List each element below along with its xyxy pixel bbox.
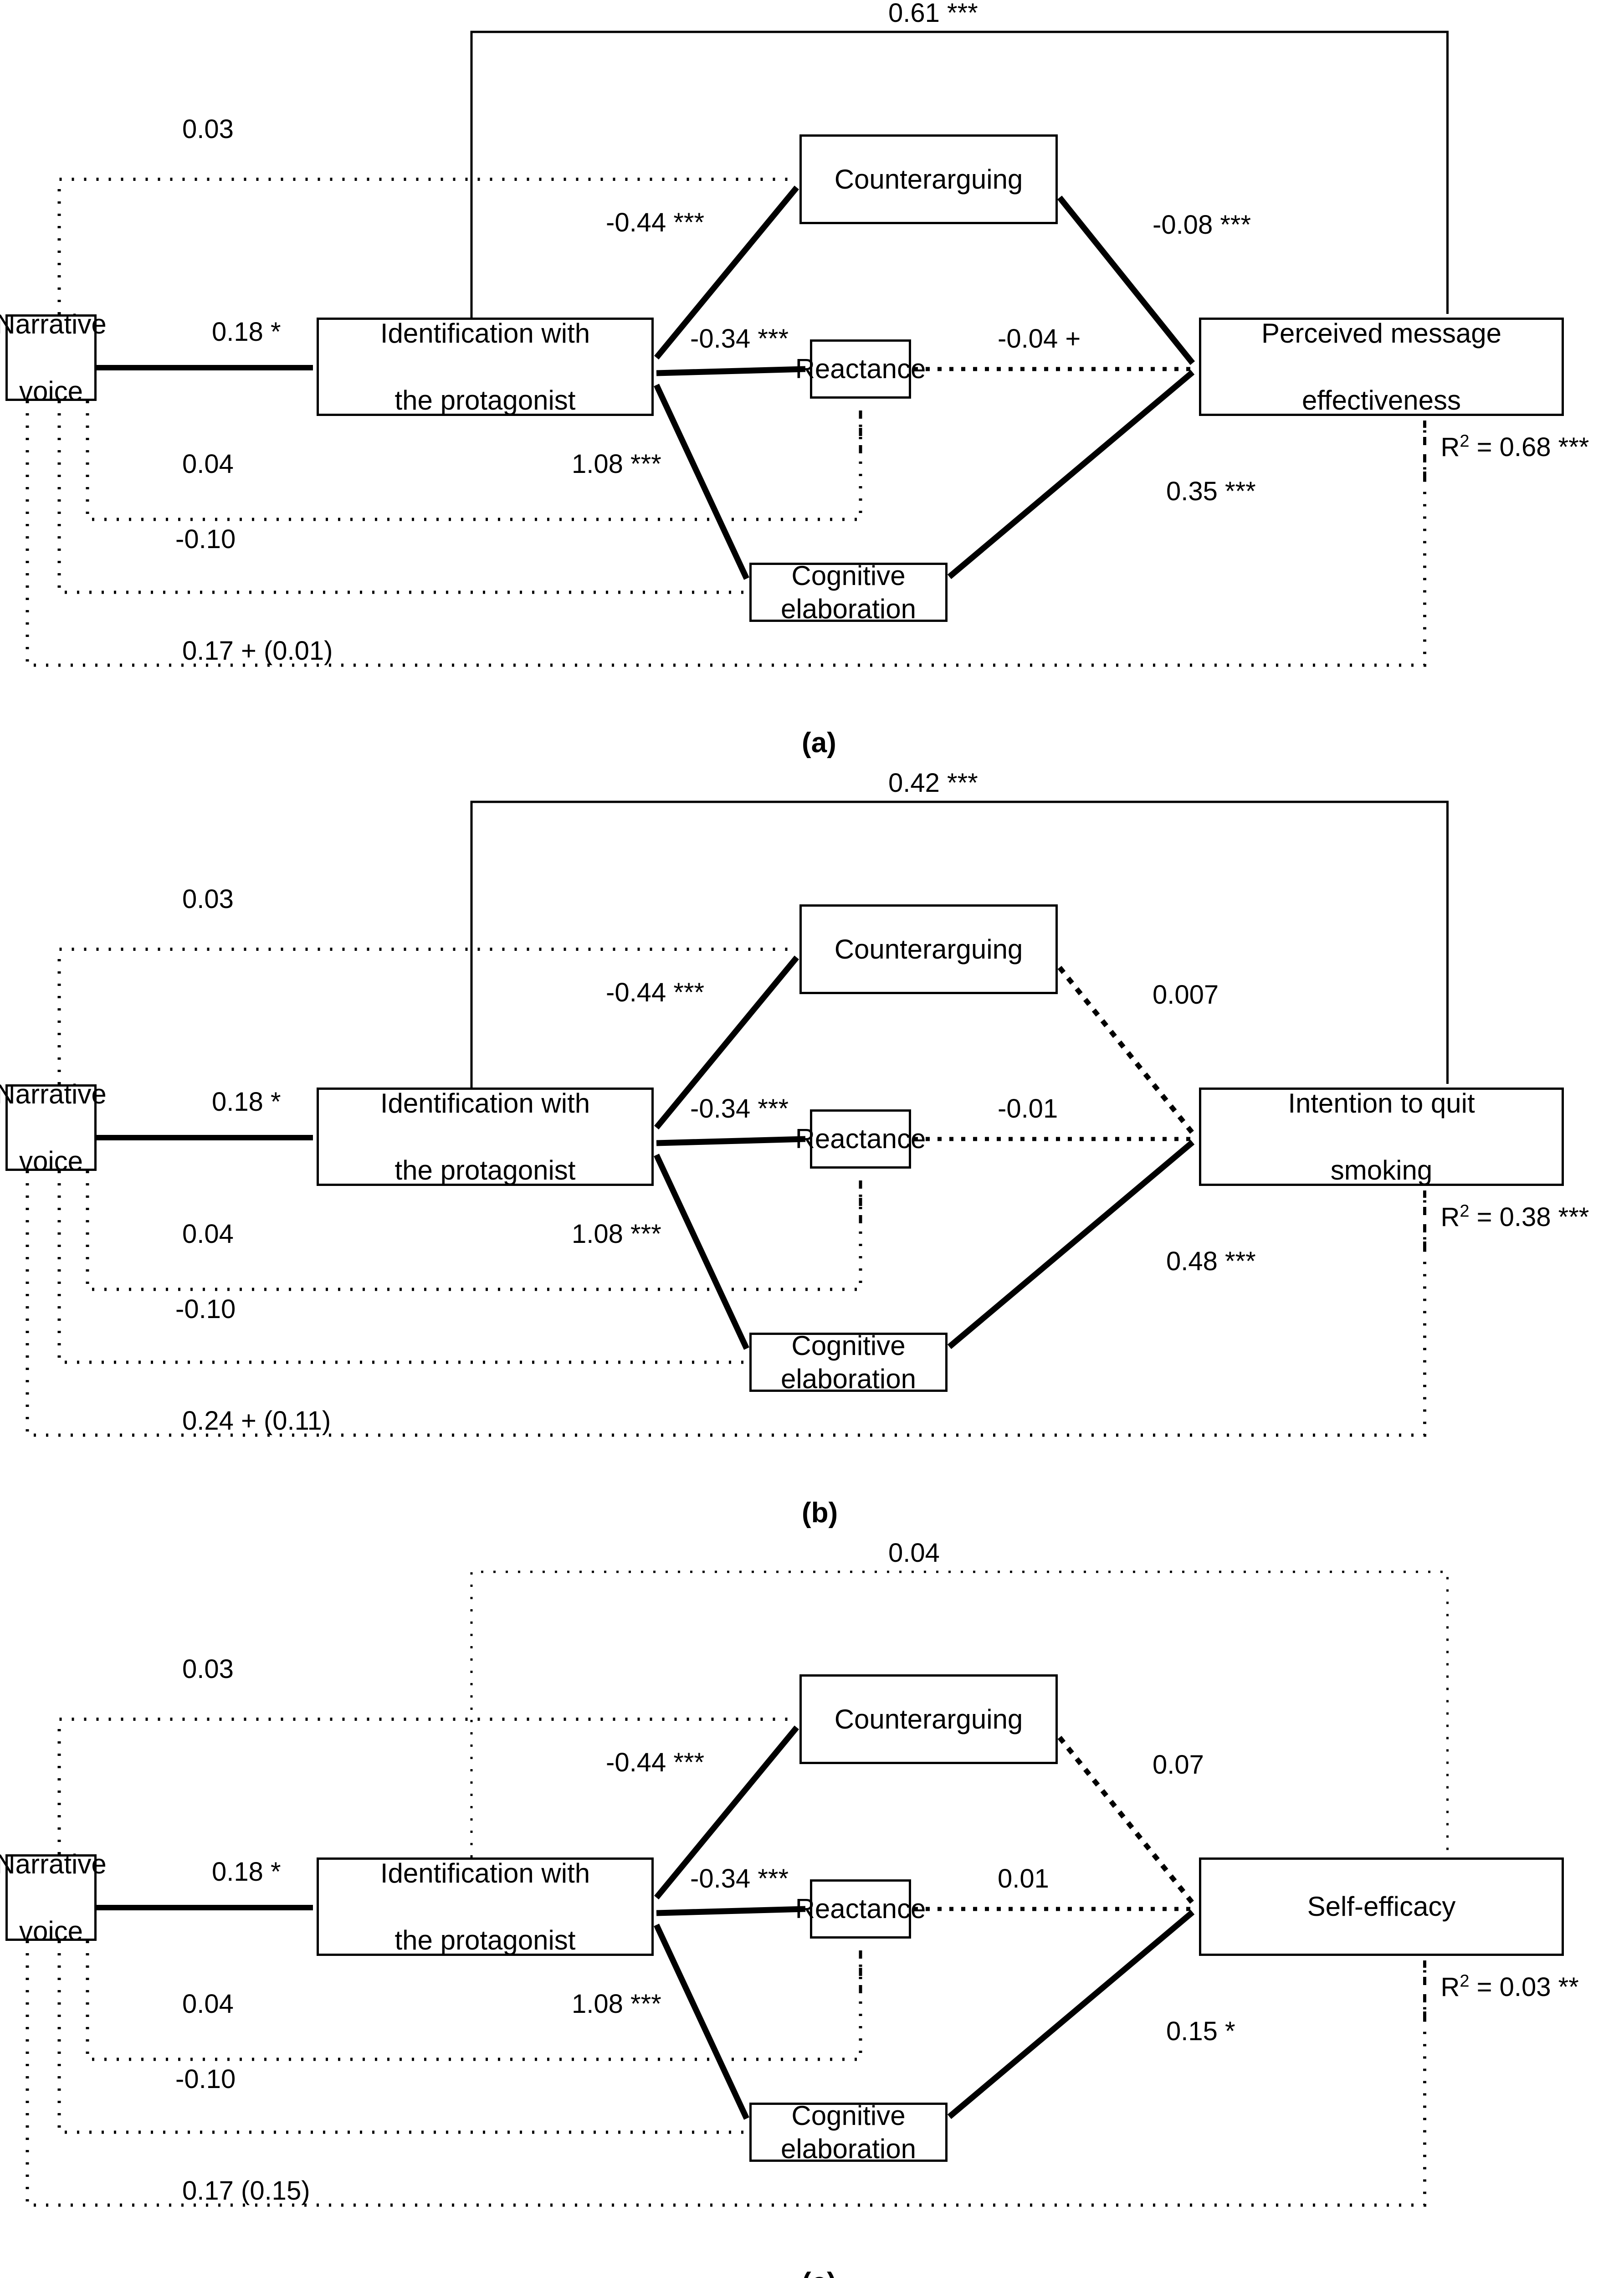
path-nv-to-outcome (26, 1941, 1426, 2207)
panel-letter: (c) (802, 2267, 836, 2278)
node-counterarguing: Counterarguing (799, 1674, 1058, 1764)
label-nv-to-counterarguing: 0.03 (182, 884, 234, 914)
label-counterarguing-to-outcome: 0.007 (1153, 980, 1219, 1010)
label-nv-to-outcome: 0.24 + (0.11) (182, 1406, 331, 1436)
node-outcome: Self-efficacy (1199, 1857, 1564, 1956)
path-identification-to-counterarguing (654, 955, 799, 1130)
label-nv-to-outcome: 0.17 (0.15) (182, 2176, 310, 2206)
label-r-squared: R2 = 0.38 *** (1440, 1201, 1589, 1232)
path-nv-to-cognitive-elaboration (57, 401, 746, 594)
path-nv-to-outcome (26, 1171, 1426, 1437)
path-nv-to-cognitive-elaboration (57, 1171, 746, 1364)
node-cognitive-elaboration: Cognitive elaboration (749, 560, 948, 624)
label-identification-to-reactance: -0.34 *** (690, 324, 789, 354)
path-cognitive-elaboration-to-outcome (947, 1910, 1195, 2119)
label-top-direct: 0.42 *** (888, 768, 978, 798)
path-nv-to-counterarguing (57, 948, 796, 1084)
node-reactance: Reactance (795, 1879, 926, 1939)
path-cognitive-elaboration-to-outcome (947, 1140, 1195, 1349)
node-cognitive-elaboration: Cognitive elaboration (749, 1330, 948, 1394)
label-identification-to-counterarguing: -0.44 *** (606, 978, 705, 1007)
path-identification-to-cognitive-elaboration (654, 1154, 749, 1350)
path-nv-to-counterarguing (57, 178, 796, 314)
label-cognitive-elaboration-to-outcome: 0.48 *** (1166, 1247, 1256, 1276)
path-cognitive-elaboration-to-outcome (947, 370, 1195, 579)
label-identification-to-cognitive-elaboration: 1.08 *** (572, 449, 661, 479)
panel-letter: (a) (802, 727, 836, 759)
path-identification-to-cognitive-elaboration (654, 384, 749, 580)
label-identification-to-counterarguing: -0.44 *** (606, 1748, 705, 1777)
label-nv-to-reactance: 0.04 (182, 1989, 234, 2019)
path-nv-to-counterarguing (57, 1718, 796, 1854)
label-r-squared: R2 = 0.68 *** (1440, 431, 1589, 462)
path-identification-to-counterarguing (654, 1725, 799, 1900)
label-reactance-to-outcome: -0.01 (998, 1094, 1058, 1124)
label-nv-to-reactance: 0.04 (182, 1219, 234, 1249)
label-cognitive-elaboration-to-outcome: 0.15 * (1166, 2016, 1235, 2046)
node-cognitive-elaboration: Cognitive elaboration (749, 2100, 948, 2164)
label-nv-to-reactance: 0.04 (182, 449, 234, 479)
path-top-direct (470, 1570, 1449, 1857)
label-nv-to-outcome: 0.17 + (0.01) (182, 636, 333, 666)
path-identification-to-counterarguing (654, 185, 799, 360)
label-reactance-to-outcome: -0.04 + (998, 324, 1081, 354)
label-nv-to-cognitive-elaboration: -0.10 (175, 1294, 236, 1324)
node-reactance: Reactance (795, 1109, 926, 1169)
path-identification-to-reactance (656, 1906, 806, 1916)
path-identification-to-reactance (656, 366, 806, 376)
label-nv-to-identification: 0.18 * (212, 317, 281, 347)
label-cognitive-elaboration-to-outcome: 0.35 *** (1166, 477, 1256, 506)
path-nv-to-cognitive-elaboration (57, 1941, 746, 2134)
label-r-squared: R2 = 0.03 ** (1440, 1971, 1579, 2002)
node-reactance: Reactance (795, 339, 926, 399)
label-identification-to-reactance: -0.34 *** (690, 1864, 789, 1893)
label-identification-to-cognitive-elaboration: 1.08 *** (572, 1989, 661, 2019)
label-identification-to-reactance: -0.34 *** (690, 1094, 789, 1124)
label-nv-to-counterarguing: 0.03 (182, 114, 234, 144)
label-nv-to-counterarguing: 0.03 (182, 1654, 234, 1684)
label-identification-to-cognitive-elaboration: 1.08 *** (572, 1219, 661, 1249)
path-nv-to-reactance (86, 401, 862, 521)
path-top-direct (470, 800, 1449, 1088)
path-nv-to-reactance (86, 1171, 862, 1291)
label-nv-to-cognitive-elaboration: -0.10 (175, 524, 236, 554)
path-top-direct (470, 31, 1449, 318)
label-nv-to-identification: 0.18 * (212, 1857, 281, 1887)
label-identification-to-counterarguing: -0.44 *** (606, 208, 705, 237)
path-counterarguing-to-outcome (1057, 195, 1195, 365)
path-identification-to-reactance (656, 1136, 806, 1146)
path-identification-to-cognitive-elaboration (654, 1924, 749, 2120)
path-nv-to-reactance (86, 1941, 862, 2061)
path-nv-to-outcome (26, 401, 1426, 667)
label-nv-to-identification: 0.18 * (212, 1087, 281, 1117)
label-top-direct: 0.61 *** (888, 0, 978, 28)
label-counterarguing-to-outcome: 0.07 (1153, 1750, 1204, 1780)
label-counterarguing-to-outcome: -0.08 *** (1153, 210, 1251, 240)
panel-letter: (b) (802, 1497, 838, 1529)
label-top-direct: 0.04 (888, 1538, 940, 1568)
node-counterarguing: Counterarguing (799, 134, 1058, 224)
label-reactance-to-outcome: 0.01 (998, 1864, 1049, 1893)
label-nv-to-cognitive-elaboration: -0.10 (175, 2064, 236, 2094)
node-counterarguing: Counterarguing (799, 904, 1058, 994)
